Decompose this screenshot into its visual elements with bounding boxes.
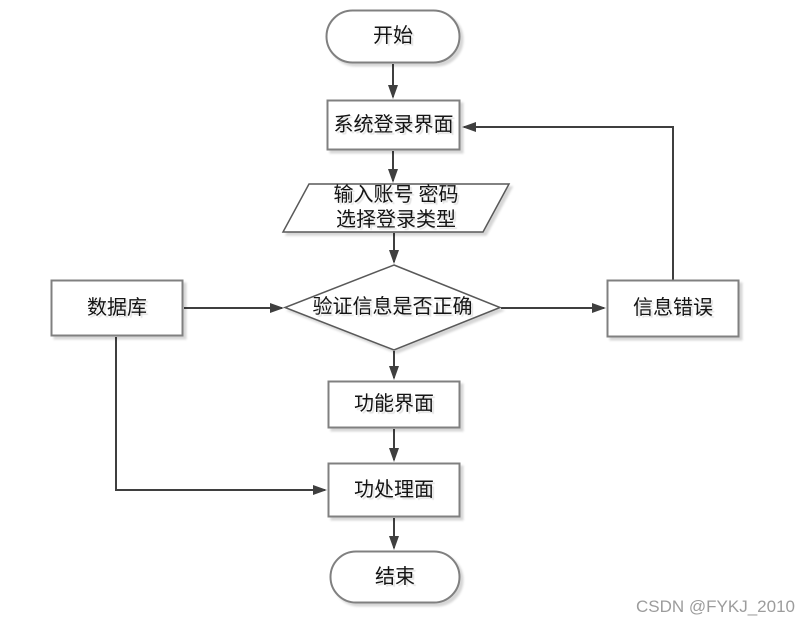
edge-database-to-process xyxy=(115,337,327,495)
error-node-shape xyxy=(606,279,740,338)
watermark: CSDN @FYKJ_2010 xyxy=(636,597,795,616)
input-node-shape xyxy=(281,183,511,233)
verify-decision-shape xyxy=(282,264,503,351)
function-node-shape xyxy=(327,380,461,429)
end-node-shape xyxy=(329,550,461,604)
login-node-shape xyxy=(326,99,461,151)
process-node-shape xyxy=(327,462,461,518)
edge-error-to-login xyxy=(462,122,674,280)
database-node-shape xyxy=(50,279,184,337)
start-node-shape xyxy=(325,9,461,64)
